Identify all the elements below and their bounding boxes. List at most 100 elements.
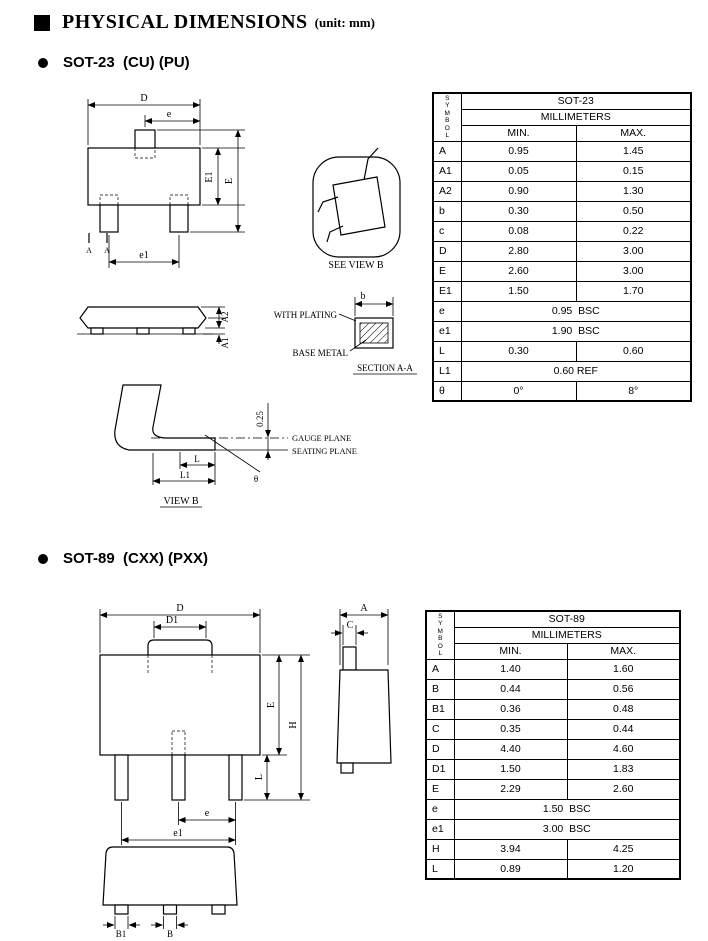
dim-label-H: H <box>288 721 299 728</box>
symbol-column-header: S Y M B O L <box>425 610 455 660</box>
dim-label-D: D <box>140 93 147 104</box>
dim-label-e: e <box>167 109 172 120</box>
dim-label-L: L <box>194 454 200 464</box>
symbol-cell: L1 <box>432 360 462 382</box>
gauge-plane-label: GAUGE PLANE <box>292 433 351 443</box>
max-cell: 0.56 <box>566 678 681 700</box>
min-cell: 0.90 <box>460 180 577 202</box>
max-cell: 3.00 <box>575 240 692 262</box>
min-cell: 1.50 <box>460 280 577 302</box>
symbol-cell: A <box>425 658 455 680</box>
span-cell: 1.90 BSC <box>460 320 692 342</box>
min-cell: 0.05 <box>460 160 577 182</box>
sot23-side-view: A2 A1 b WITH PLATING BASE METAL SECTION … <box>77 291 417 375</box>
symbol-column-header: S Y M B O L <box>432 92 462 142</box>
min-cell: 0.30 <box>460 340 577 362</box>
dim-label-E1: E1 <box>204 171 215 182</box>
max-cell: 1.20 <box>566 858 681 880</box>
dim-label-B1: B1 <box>116 929 127 939</box>
table-row: MILLIMETERS <box>426 626 681 644</box>
symbol-cell: e <box>432 300 462 322</box>
max-cell: 8° <box>575 380 692 402</box>
symbol-cell: C <box>425 718 455 740</box>
see-view-b-label: SEE VIEW B <box>328 260 384 271</box>
max-header: MAX. <box>566 642 681 660</box>
table-row: S Y M B O L SOT-89 <box>425 610 681 660</box>
sot89-bottom-view: B1 B <box>102 846 238 939</box>
dim-label-E: E <box>224 178 235 184</box>
symbol-cell: c <box>432 220 462 242</box>
min-header: MIN. <box>460 124 577 142</box>
max-cell: 4.25 <box>566 838 681 860</box>
dim-label-L1: L1 <box>180 470 190 480</box>
max-cell: 1.83 <box>566 758 681 780</box>
symbol-cell: b <box>432 200 462 222</box>
max-cell: 4.60 <box>566 738 681 760</box>
sot89-dimension-table: S Y M B O L SOT-89 MILLIMETERS MIN. MAX.… <box>425 610 681 880</box>
dim-label-b: b <box>361 291 366 302</box>
base-metal-label: BASE METAL <box>292 348 348 358</box>
min-cell: 4.40 <box>453 738 568 760</box>
max-cell: 0.60 <box>575 340 692 362</box>
min-cell: 0.35 <box>453 718 568 740</box>
table-title: SOT-89 <box>453 610 681 628</box>
max-cell: 3.00 <box>575 260 692 282</box>
min-cell: 2.60 <box>460 260 577 282</box>
max-cell: 2.60 <box>566 778 681 800</box>
section-label: SOT-23 (CU) (PU) <box>63 54 190 71</box>
table-row: MILLIMETERS <box>433 108 692 126</box>
dim-label-L: L <box>254 774 265 780</box>
symbol-cell: A1 <box>432 160 462 182</box>
symbol-cell: θ <box>432 380 462 402</box>
symbol-cell: A <box>432 140 462 162</box>
dim-label-D1: D1 <box>166 615 178 626</box>
table-row: S Y M B O L SOT-23 <box>432 92 692 142</box>
square-bullet-icon <box>34 14 50 31</box>
max-cell: 0.50 <box>575 200 692 222</box>
min-cell: 2.80 <box>460 240 577 262</box>
sot23-dimension-table: S Y M B O L SOT-23 MILLIMETERS MIN. MAX.… <box>432 92 692 402</box>
section-heading-sot23: SOT-23 (CU) (PU) <box>38 54 190 71</box>
symbol-cell: L <box>432 340 462 362</box>
min-cell: 1.50 <box>453 758 568 780</box>
max-cell: 0.15 <box>575 160 692 182</box>
dim-label-A: A <box>360 603 368 614</box>
symbol-cell: E1 <box>432 280 462 302</box>
section-cut-label-A: A <box>104 246 110 255</box>
min-header: MIN. <box>453 642 568 660</box>
view-b-label: VIEW B <box>163 496 198 507</box>
max-cell: 0.44 <box>566 718 681 740</box>
min-cell: 0.89 <box>453 858 568 880</box>
sot23-view-b-callout: SEE VIEW B <box>312 147 401 271</box>
section-cut-label-A: A <box>86 246 92 255</box>
circle-bullet-icon <box>38 553 48 564</box>
max-cell: 1.45 <box>575 140 692 162</box>
min-cell: 0.08 <box>460 220 577 242</box>
min-cell: 0.44 <box>453 678 568 700</box>
span-cell: 3.00 BSC <box>453 818 681 840</box>
symbol-cell: e1 <box>425 818 455 840</box>
min-cell: 3.94 <box>453 838 568 860</box>
min-cell: 0.30 <box>460 200 577 222</box>
units-header: MILLIMETERS <box>460 108 692 126</box>
max-cell: 0.22 <box>575 220 692 242</box>
symbol-cell: A2 <box>432 180 462 202</box>
span-cell: 1.50 BSC <box>453 798 681 820</box>
with-plating-label: WITH PLATING <box>274 310 338 320</box>
